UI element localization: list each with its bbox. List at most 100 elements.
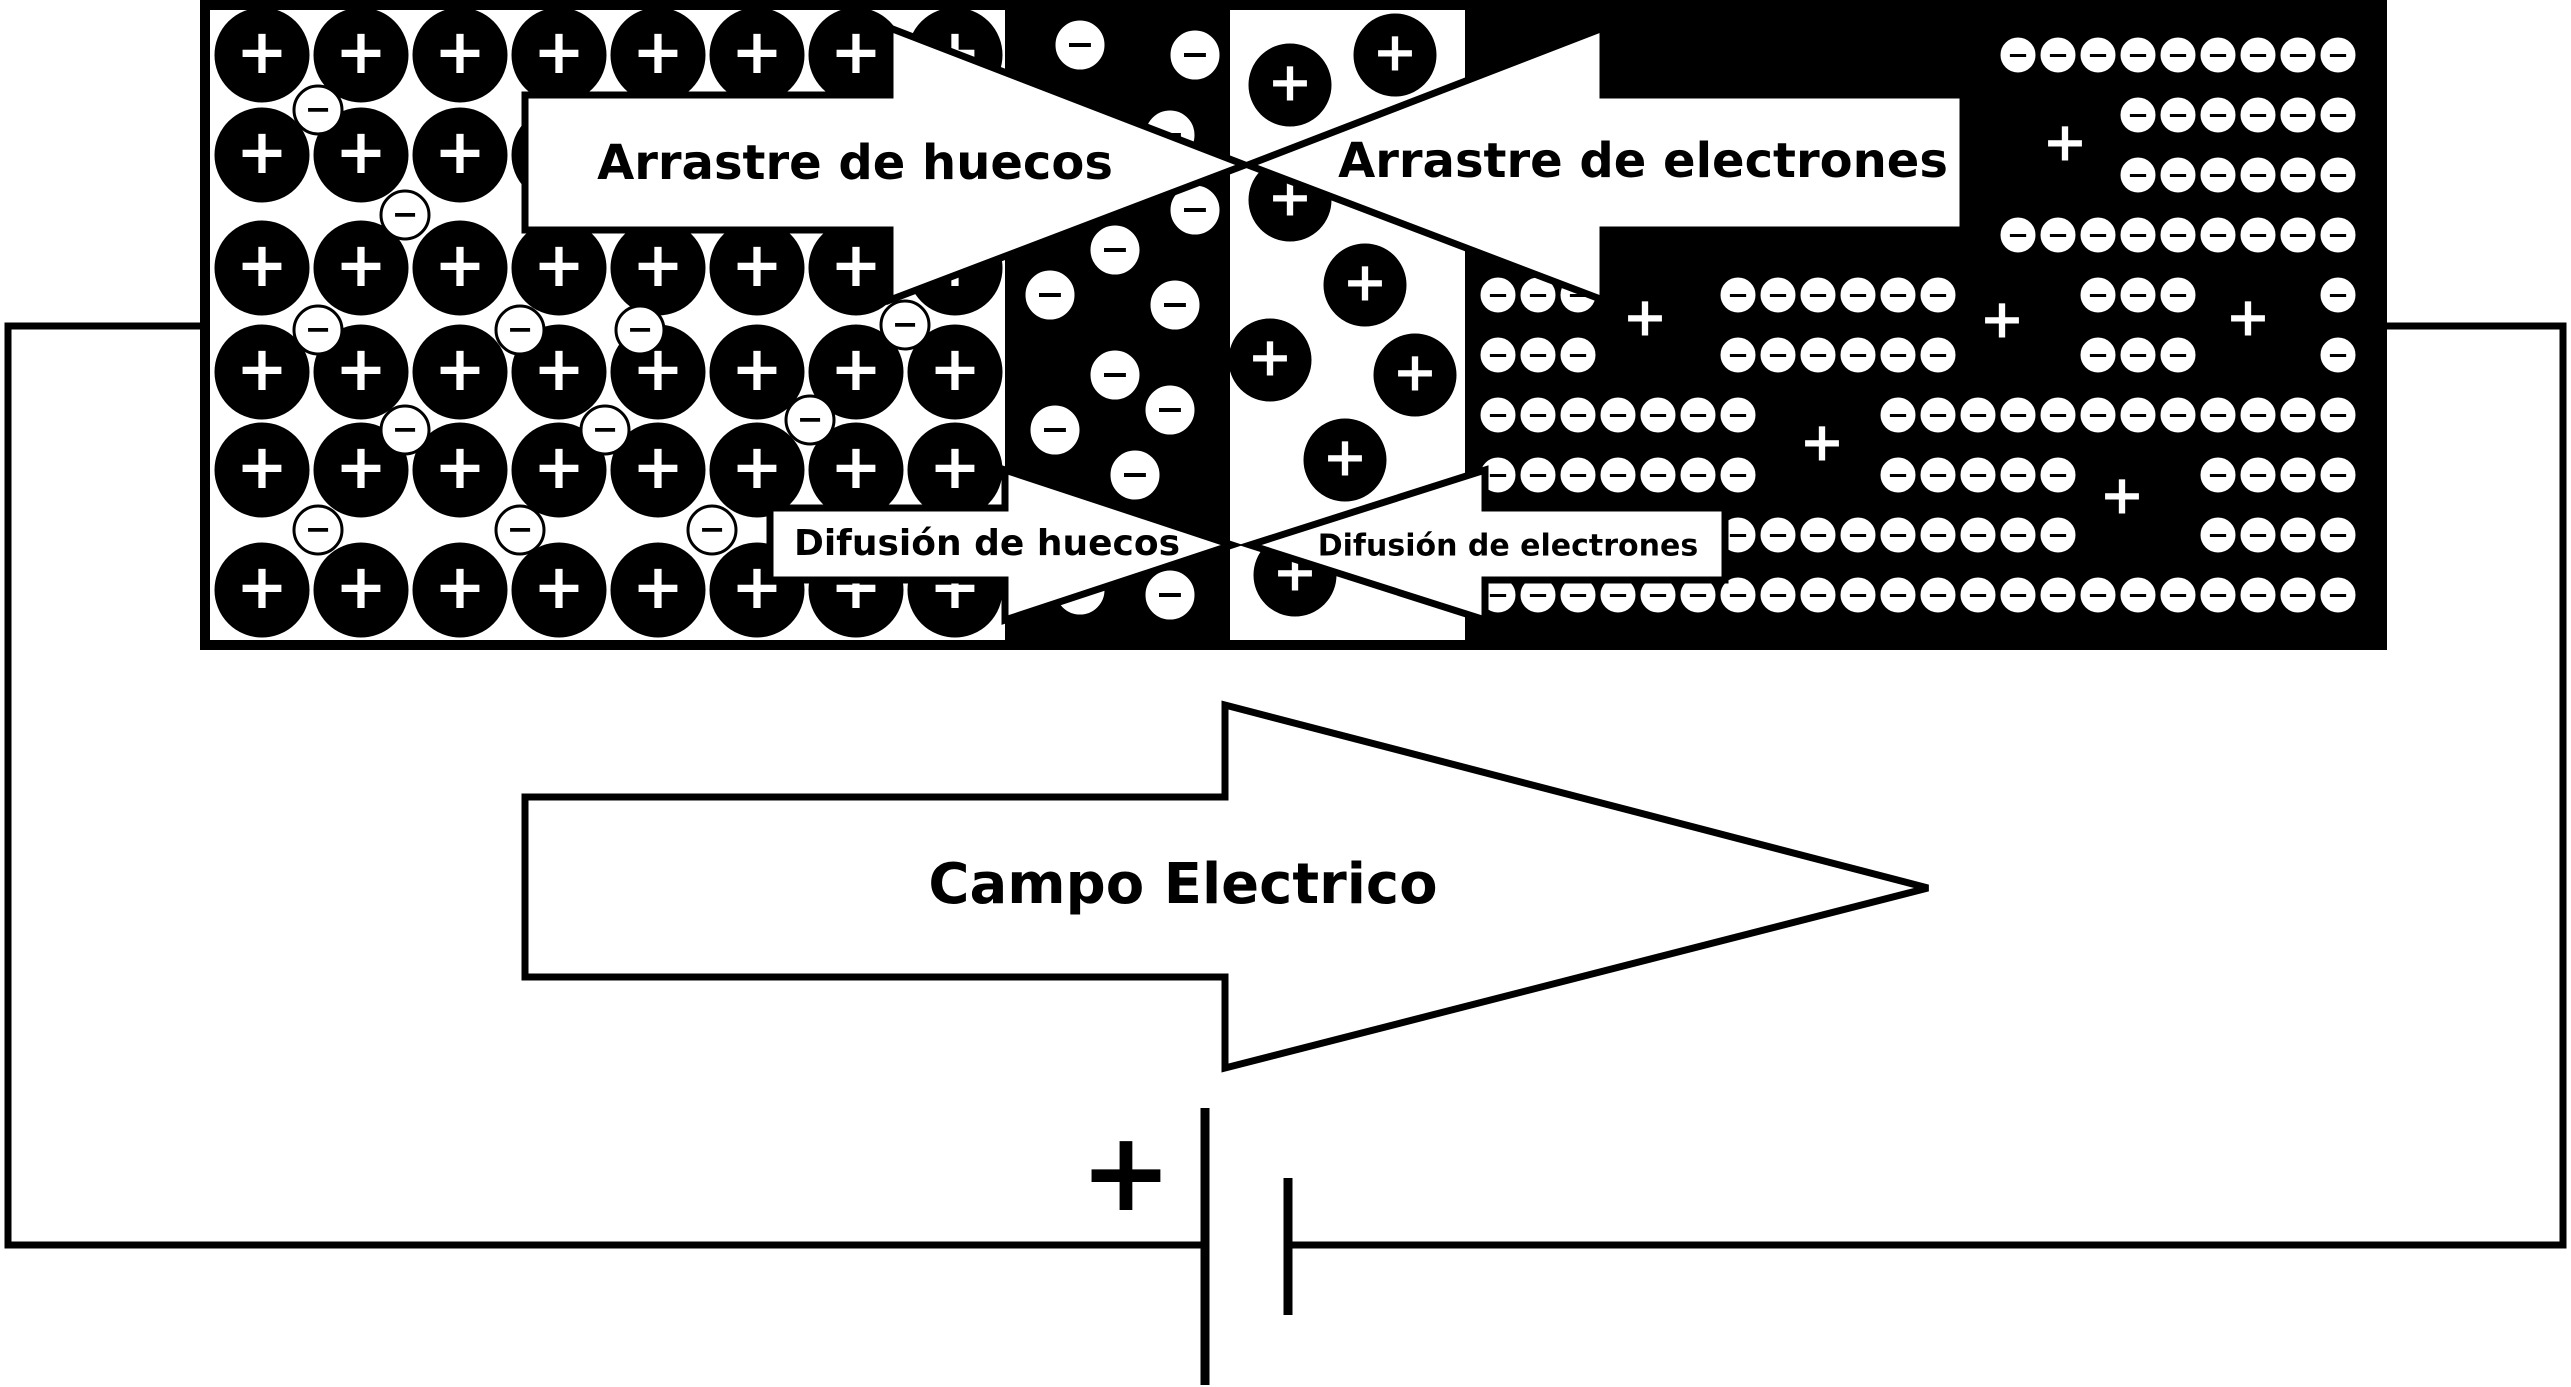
electron-carrier: − — [292, 304, 344, 356]
electron-carrier: − — [1757, 274, 1799, 316]
svg-text:−: − — [2087, 41, 2109, 71]
svg-text:−: − — [305, 510, 332, 548]
electron-carrier: − — [379, 189, 431, 241]
svg-text:−: − — [1567, 341, 1589, 371]
svg-text:−: − — [2327, 161, 2349, 191]
ion-positive: + — [1323, 243, 1407, 327]
electron-carrier: − — [1517, 334, 1559, 376]
ion-negative: − — [1167, 27, 1223, 83]
electron-carrier: − — [2117, 574, 2159, 616]
svg-text:−: − — [2207, 221, 2229, 251]
svg-text:−: − — [2247, 401, 2269, 431]
svg-text:−: − — [1527, 461, 1549, 491]
electron-carrier: − — [2317, 214, 2359, 256]
hole-carrier: + — [2023, 103, 2107, 187]
electron-carrier: − — [1797, 514, 1839, 556]
hole-carrier: + — [808, 7, 904, 103]
electron-carrier: − — [1517, 274, 1559, 316]
electron-carrier: − — [2237, 574, 2279, 616]
svg-text:+: + — [731, 430, 783, 503]
svg-text:−: − — [1807, 341, 1829, 371]
svg-text:−: − — [1727, 281, 1749, 311]
svg-text:−: − — [1767, 521, 1789, 551]
svg-text:−: − — [2167, 401, 2189, 431]
electron-carrier: − — [1997, 214, 2039, 256]
svg-text:+: + — [830, 430, 882, 503]
drift-holes-label: Arrastre de huecos — [597, 135, 1113, 191]
svg-text:−: − — [2007, 461, 2029, 491]
svg-text:+: + — [830, 228, 882, 301]
electron-carrier: − — [1997, 34, 2039, 76]
electron-carrier: − — [1877, 454, 1919, 496]
svg-text:−: − — [2167, 221, 2189, 251]
electron-carrier: − — [2317, 34, 2359, 76]
svg-text:−: − — [2047, 401, 2069, 431]
svg-text:+: + — [731, 228, 783, 301]
svg-text:−: − — [2287, 581, 2309, 611]
hole-carrier: + — [214, 107, 310, 203]
svg-text:−: − — [2247, 581, 2269, 611]
drift-electrons-label: Arrastre de electrones — [1338, 133, 1948, 189]
electron-carrier: − — [2277, 214, 2319, 256]
svg-text:−: − — [2047, 41, 2069, 71]
electron-carrier: − — [2237, 514, 2279, 556]
hole-carrier: + — [511, 7, 607, 103]
svg-text:−: − — [1487, 281, 1509, 311]
electron-carrier: − — [2077, 214, 2119, 256]
svg-text:−: − — [2127, 101, 2149, 131]
svg-text:−: − — [2287, 41, 2309, 71]
svg-text:+: + — [1342, 251, 1387, 314]
svg-text:−: − — [2247, 221, 2269, 251]
electron-carrier: − — [1557, 454, 1599, 496]
svg-text:−: − — [2127, 281, 2149, 311]
svg-text:−: − — [1120, 455, 1149, 495]
hole-carrier: + — [610, 422, 706, 518]
electron-carrier: − — [2197, 154, 2239, 196]
electron-carrier: − — [1797, 274, 1839, 316]
svg-text:−: − — [1927, 581, 1949, 611]
svg-text:−: − — [1967, 401, 1989, 431]
electron-carrier: − — [2277, 574, 2319, 616]
wire-left — [4, 322, 1205, 1249]
svg-text:+: + — [1622, 286, 1667, 349]
electron-carrier: − — [1717, 334, 1759, 376]
drift-electrons-arrow — [1238, 22, 1967, 306]
electron-carrier: − — [1917, 574, 1959, 616]
hole-carrier: + — [808, 324, 904, 420]
svg-text:−: − — [1607, 581, 1629, 611]
svg-text:−: − — [2167, 161, 2189, 191]
ion-negative: − — [1052, 17, 1108, 73]
svg-text:−: − — [2047, 221, 2069, 251]
svg-text:−: − — [1527, 341, 1549, 371]
svg-text:−: − — [1927, 401, 1949, 431]
svg-text:−: − — [2087, 281, 2109, 311]
svg-text:−: − — [1100, 355, 1129, 395]
svg-text:−: − — [1807, 521, 1829, 551]
svg-text:+: + — [1247, 326, 1292, 389]
svg-text:−: − — [1927, 461, 1949, 491]
svg-text:+: + — [830, 332, 882, 405]
svg-text:−: − — [1567, 461, 1589, 491]
electric-field-label: Campo Electrico — [928, 852, 1437, 917]
circuit — [4, 322, 2567, 1385]
svg-text:−: − — [2007, 41, 2029, 71]
svg-text:−: − — [2247, 461, 2269, 491]
svg-text:−: − — [392, 410, 419, 448]
svg-text:+: + — [335, 228, 387, 301]
svg-text:−: − — [2207, 521, 2229, 551]
electron-carrier: − — [2037, 214, 2079, 256]
electron-carrier: − — [1557, 334, 1599, 376]
electron-carrier: − — [2237, 214, 2279, 256]
ion-negative: − — [1142, 382, 1198, 438]
svg-text:−: − — [2127, 161, 2149, 191]
electron-carrier: − — [1837, 274, 1879, 316]
hole-carrier: + — [214, 422, 310, 518]
electron-carrier: − — [1917, 514, 1959, 556]
electron-carrier: − — [1917, 274, 1959, 316]
ion-positive: + — [1303, 418, 1387, 502]
electron-carrier: − — [2237, 154, 2279, 196]
svg-text:−: − — [1100, 230, 1129, 270]
svg-text:−: − — [1727, 521, 1749, 551]
svg-text:−: − — [2207, 461, 2229, 491]
svg-text:+: + — [236, 228, 288, 301]
